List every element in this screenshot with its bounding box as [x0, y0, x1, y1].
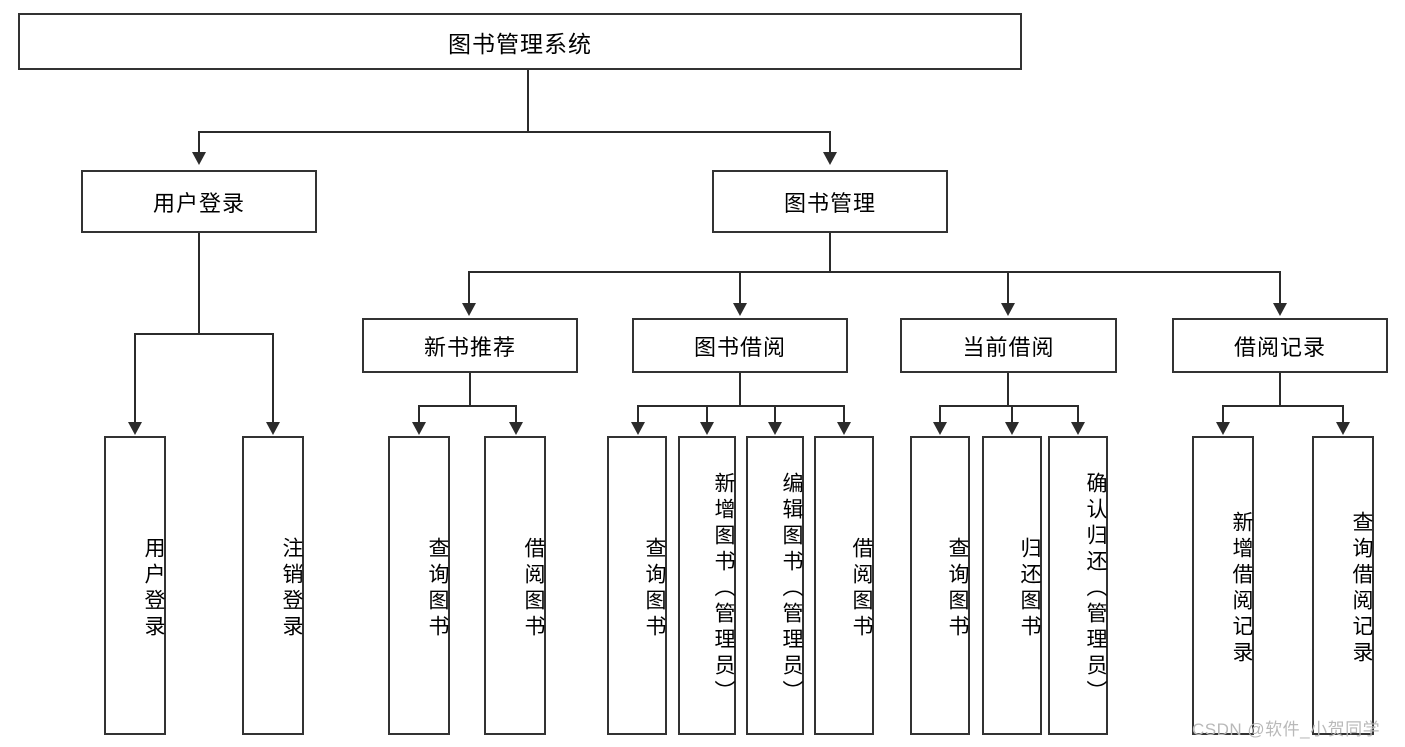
node-label: 查询图书 [946, 536, 969, 641]
node-label: 注销登录 [280, 536, 303, 641]
edge-newbook-drop-2 [515, 405, 517, 423]
leaf-edit-book-admin[interactable]: 编辑图书（管理员） [746, 436, 804, 735]
node-book-borrow[interactable]: 图书借阅 [632, 318, 848, 373]
edge-user-login-drop-1 [134, 333, 136, 423]
edge-borrowrecord-stem [1279, 373, 1281, 406]
edge-currentborrow-drop-1 [939, 405, 941, 423]
leaf-query-book-recommend[interactable]: 查询图书 [388, 436, 450, 735]
node-label: 借阅图书 [850, 536, 873, 641]
node-borrow-record[interactable]: 借阅记录 [1172, 318, 1388, 373]
edge-newbook-bus [418, 405, 517, 407]
edge-bookborrow-stem [739, 373, 741, 406]
leaf-query-book-borrow[interactable]: 查询图书 [607, 436, 667, 735]
arrow-to-new-book-rec [462, 303, 476, 316]
arrow-to-current-borrow [1001, 303, 1015, 316]
arrow-to-book-manage [823, 152, 837, 165]
arrow-to-leaf-query-book-2 [631, 422, 645, 435]
node-label: 查询图书 [643, 536, 666, 641]
arrow-to-leaf-confirm-return [1071, 422, 1085, 435]
leaf-user-logout[interactable]: 注销登录 [242, 436, 304, 735]
arrow-to-user-login [192, 152, 206, 165]
node-label: 借阅图书 [522, 536, 545, 641]
arrow-to-book-borrow [733, 303, 747, 316]
node-label: 用户登录 [142, 536, 165, 641]
arrow-to-leaf-add-record [1216, 422, 1230, 435]
arrow-to-leaf-query-book-3 [933, 422, 947, 435]
edge-user-login-drop-2 [272, 333, 274, 423]
edge-borrowrecord-drop-1 [1222, 405, 1224, 423]
arrow-to-leaf-return-book [1005, 422, 1019, 435]
node-label: 图书管理系统 [448, 30, 592, 57]
node-new-book-recommend[interactable]: 新书推荐 [362, 318, 578, 373]
arrow-to-leaf-user-logout [266, 422, 280, 435]
arrow-to-leaf-query-record [1336, 422, 1350, 435]
arrow-to-borrow-record [1273, 303, 1287, 316]
leaf-query-book-current[interactable]: 查询图书 [910, 436, 970, 735]
leaf-add-book-admin[interactable]: 新增图书（管理员） [678, 436, 736, 735]
node-label: 编辑图书（管理员） [780, 471, 803, 706]
edge-bookborrow-drop-3 [774, 405, 776, 423]
arrow-to-leaf-user-login [128, 422, 142, 435]
node-label: 归还图书 [1018, 536, 1041, 641]
edge-borrowrecord-drop-2 [1342, 405, 1344, 423]
node-label: 查询图书 [426, 536, 449, 641]
edge-currentborrow-drop-2 [1011, 405, 1013, 423]
leaf-borrow-book-recommend[interactable]: 借阅图书 [484, 436, 546, 735]
edge-level2-drop-book [829, 131, 831, 153]
edge-level2-bus [198, 131, 830, 133]
node-book-management[interactable]: 图书管理 [712, 170, 948, 233]
arrow-to-leaf-edit-book [768, 422, 782, 435]
node-label: 新书推荐 [423, 334, 516, 360]
edge-user-login-bus [134, 333, 274, 335]
csdn-watermark: CSDN @软件_小贺同学 [1192, 720, 1381, 739]
edge-borrowrecord-bus [1222, 405, 1343, 407]
node-label: 用户登录 [152, 190, 245, 216]
edge-bookborrow-drop-4 [843, 405, 845, 423]
edge-bookborrow-drop-1 [637, 405, 639, 423]
node-label: 新增图书（管理员） [712, 471, 735, 706]
node-label: 当前借阅 [962, 334, 1055, 360]
edge-bookborrow-drop-2 [706, 405, 708, 423]
edge-currentborrow-drop-3 [1077, 405, 1079, 423]
arrow-to-leaf-borrow-book-2 [837, 422, 851, 435]
leaf-confirm-return-admin[interactable]: 确认归还（管理员） [1048, 436, 1108, 735]
edge-level3-bus [468, 271, 1280, 273]
node-label: 查询借阅记录 [1350, 510, 1373, 667]
node-user-login[interactable]: 用户登录 [81, 170, 317, 233]
edge-root-down [527, 70, 529, 132]
arrow-to-leaf-query-book-1 [412, 422, 426, 435]
node-label: 新增借阅记录 [1230, 510, 1253, 667]
leaf-add-borrow-record[interactable]: 新增借阅记录 [1192, 436, 1254, 735]
edge-currentborrow-stem [1007, 373, 1009, 406]
edge-level3-drop-2 [739, 271, 741, 304]
arrow-to-leaf-borrow-book-1 [509, 422, 523, 435]
leaf-query-borrow-record[interactable]: 查询借阅记录 [1312, 436, 1374, 735]
edge-newbook-drop-1 [418, 405, 420, 423]
edge-user-login-stem [198, 233, 200, 334]
node-book-management-system[interactable]: 图书管理系统 [18, 13, 1022, 70]
arrow-to-leaf-add-book [700, 422, 714, 435]
edge-bookborrow-bus [637, 405, 845, 407]
node-label: 图书管理 [783, 190, 876, 216]
leaf-borrow-book[interactable]: 借阅图书 [814, 436, 874, 735]
edge-level3-drop-1 [468, 271, 470, 304]
edge-newbook-stem [469, 373, 471, 406]
edge-level3-drop-4 [1279, 271, 1281, 304]
node-label: 借阅记录 [1233, 334, 1326, 360]
leaf-return-book[interactable]: 归还图书 [982, 436, 1042, 735]
edge-currentborrow-bus [939, 405, 1079, 407]
edge-level2-drop-user [198, 131, 200, 153]
leaf-user-login[interactable]: 用户登录 [104, 436, 166, 735]
node-label: 图书借阅 [693, 334, 786, 360]
node-current-borrow[interactable]: 当前借阅 [900, 318, 1117, 373]
node-label: 确认归还（管理员） [1084, 471, 1107, 706]
edge-book-manage-stem [829, 233, 831, 272]
edge-level3-drop-3 [1007, 271, 1009, 304]
